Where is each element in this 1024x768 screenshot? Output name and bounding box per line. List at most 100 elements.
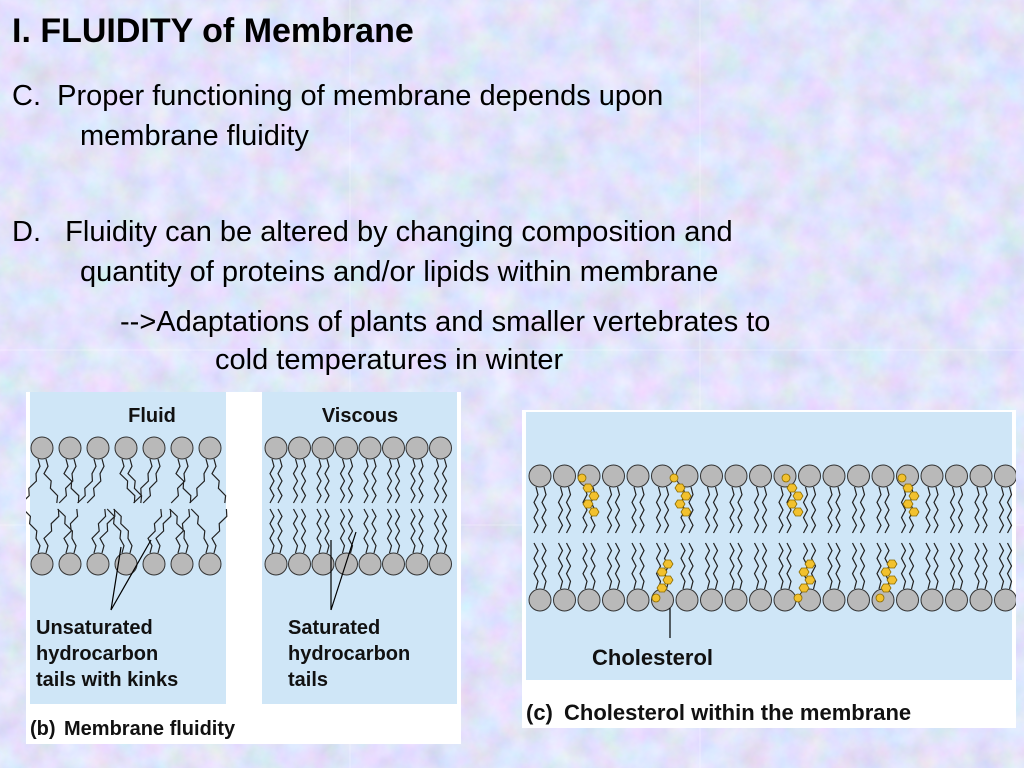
hydrocarbon-tail <box>982 542 988 590</box>
hydrocarbon-tail <box>933 542 939 590</box>
hydrocarbon-tail <box>269 458 275 504</box>
hydrocarbon-tail <box>63 508 79 554</box>
phospholipid-head <box>528 464 552 488</box>
phospholipid-head <box>382 552 405 576</box>
hydrocarbon-tail <box>737 542 743 590</box>
hydrocarbon-tail <box>441 508 448 554</box>
figure-cholesterol: Cholesterol (c) Cholesterol within the m… <box>522 410 1017 728</box>
hydrocarbon-tail <box>363 508 369 554</box>
hydrocarbon-tail <box>614 542 621 590</box>
hydrocarbon-tail <box>43 458 59 504</box>
sat-label-2: hydrocarbon <box>288 643 410 665</box>
phospholipid-head <box>675 588 699 612</box>
adaptation-line2: cold temperatures in winter <box>215 344 564 376</box>
hydrocarbon-tail <box>827 486 833 534</box>
cholesterol-ring <box>662 559 674 569</box>
hydrocarbon-tail <box>957 486 964 534</box>
hydrocarbon-tail <box>737 486 743 534</box>
hydrocarbon-tail <box>155 508 172 554</box>
adaptation-line1: -->Adaptations of plants and smaller ver… <box>120 306 771 338</box>
hydrocarbon-tail <box>147 508 163 554</box>
hydrocarbon-tail <box>835 542 841 590</box>
hydrocarbon-tail <box>802 486 809 534</box>
cholesterol-panel <box>526 412 1012 680</box>
hydrocarbon-tail <box>859 486 866 534</box>
phospholipid-head <box>170 436 194 460</box>
caption-c-text: Cholesterol within the membrane <box>564 700 911 725</box>
phospholipid-head <box>602 464 625 488</box>
hydrocarbon-tail <box>1006 486 1013 534</box>
hydrocarbon-tail <box>582 486 588 534</box>
cholesterol-hydroxyl <box>669 473 679 483</box>
hydrocarbon-tail <box>761 486 768 534</box>
hydrocarbon-tail <box>371 458 377 504</box>
phospholipid-head <box>405 436 429 460</box>
cholesterol-ring <box>792 491 804 501</box>
hydrocarbon-tail <box>982 486 988 534</box>
cholesterol-ring <box>880 583 892 593</box>
hydrocarbon-tail <box>277 458 283 504</box>
hydrocarbon-tail <box>119 458 136 504</box>
hydrocarbon-tail <box>712 486 719 534</box>
hydrocarbon-tail <box>386 458 393 504</box>
point-d-marker: D. <box>12 216 41 248</box>
point-c: C. Proper functioning of membrane depend… <box>12 76 663 156</box>
point-c-line1: Proper functioning of membrane depends u… <box>57 80 664 112</box>
hydrocarbon-tail <box>292 458 299 504</box>
hydrocarbon-tail <box>998 542 1005 590</box>
phospholipid-head <box>626 588 650 612</box>
phospholipid-head <box>847 588 870 612</box>
hydrocarbon-tail <box>729 486 735 534</box>
hydrocarbon-tail <box>704 486 711 534</box>
hydrocarbon-tail <box>631 542 637 590</box>
hydrocarbon-tail <box>169 508 189 554</box>
phospholipid-head <box>871 464 895 488</box>
hydrocarbon-tail <box>77 458 97 504</box>
hydrocarbon-tail <box>761 542 768 590</box>
hydrocarbon-tail <box>655 486 662 534</box>
pointer-line <box>330 531 357 611</box>
fluidity-diagram: Fluid Viscous Unsaturated hydrocarbon ta… <box>21 392 457 740</box>
phospholipid-head <box>969 464 993 488</box>
hydrocarbon-tail <box>57 508 77 554</box>
hydrocarbon-tail <box>565 486 572 534</box>
unsat-label-1: Unsaturated <box>36 617 153 639</box>
hydrocarbon-tail <box>21 458 41 504</box>
hydrocarbon-tail <box>876 542 882 590</box>
phospholipid-head <box>170 552 194 576</box>
phospholipid-head <box>920 464 944 488</box>
hydrocarbon-tail <box>688 542 694 590</box>
phospholipid-head <box>264 436 288 460</box>
cholesterol-ring <box>902 483 914 493</box>
hydrocarbon-tail <box>386 508 393 554</box>
hydrocarbon-tail <box>606 542 613 590</box>
hydrocarbon-tail <box>339 458 346 504</box>
cholesterol-ring <box>674 483 686 493</box>
hydrocarbon-tail <box>957 542 964 590</box>
hydrocarbon-tail <box>565 542 572 590</box>
phospholipid-head <box>358 552 382 576</box>
hydrocarbon-tail <box>908 542 915 590</box>
phospholipid-head <box>528 588 552 612</box>
phospholipid-head <box>288 436 311 460</box>
figure-membrane-fluidity: Fluid Viscous Unsaturated hydrocarbon ta… <box>21 392 461 744</box>
phospholipid-head <box>553 588 576 612</box>
cholesterol-ring <box>662 575 674 585</box>
hydrocarbon-tail <box>859 542 866 590</box>
hydrocarbon-tail <box>175 458 192 504</box>
hydrocarbon-tail <box>655 542 662 590</box>
cholesterol-ring <box>680 507 692 517</box>
cholesterol-ring <box>804 575 816 585</box>
phospholipid-head <box>994 464 1017 488</box>
hydrocarbon-tail <box>541 486 547 534</box>
cholesterol-hydroxyl <box>897 473 907 483</box>
hydrocarbon-tail <box>753 542 760 590</box>
hydrocarbon-tail <box>292 508 299 554</box>
hydrocarbon-tail <box>925 486 931 534</box>
hydrocarbon-tail <box>106 508 125 554</box>
hydrocarbon-tail <box>590 542 596 590</box>
caption-c-letter: (c) <box>526 700 553 725</box>
phospholipid-head <box>86 436 110 460</box>
bilayer-with-cholesterol <box>528 464 1017 612</box>
caption-b-text: Membrane fluidity <box>64 718 236 740</box>
